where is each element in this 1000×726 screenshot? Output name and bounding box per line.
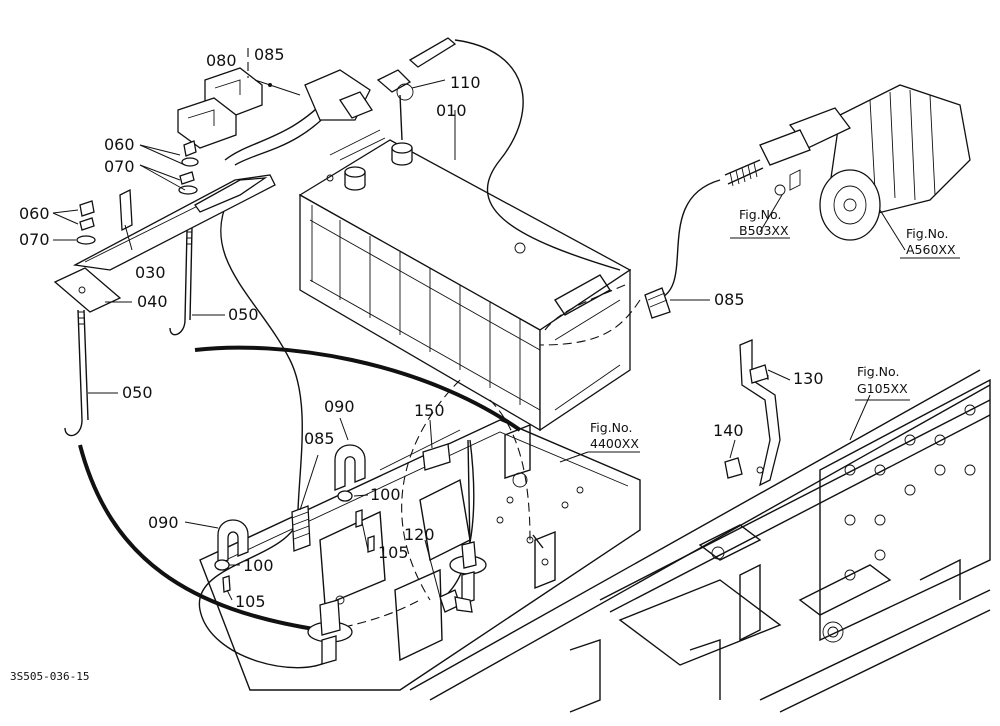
battery-cables (78, 37, 721, 669)
callout-140: 140 (713, 421, 744, 440)
callout-060-b: 060 (19, 204, 50, 223)
callout-080: 080 (206, 51, 237, 70)
callout-050-b: 050 (122, 383, 153, 402)
fig-ref-4400-label: Fig.No. (590, 420, 632, 435)
leader-lines (52, 48, 960, 601)
fig-ref-g105-number: G105XX (857, 381, 908, 396)
callout-150: 150 (414, 401, 445, 420)
callout-090-a: 090 (324, 397, 355, 416)
callout-085-right: 085 (714, 290, 745, 309)
fig-ref-b503-label: Fig.No. (739, 207, 781, 222)
callout-100-a: 100 (370, 485, 401, 504)
callout-110: 110 (450, 73, 481, 92)
callout-085-top: 085 (254, 45, 285, 64)
fig-ref-4400-number: 4400XX (590, 436, 639, 451)
callout-070-b: 070 (19, 230, 50, 249)
figure-references: Fig.No. B503XX Fig.No. A560XX Fig.No. G1… (590, 207, 956, 451)
fig-ref-a560-number: A560XX (906, 242, 956, 257)
fig-ref-a560-label: Fig.No. (906, 226, 948, 241)
callout-105-a: 105 (378, 543, 409, 562)
chassis-frame (409, 369, 991, 713)
callout-labels: 080 085 110 010 060 070 060 070 030 040 … (19, 45, 824, 611)
callout-050-a: 050 (228, 305, 259, 324)
fig-ref-g105-label: Fig.No. (857, 364, 899, 379)
callout-100-b: 100 (243, 556, 274, 575)
drawing-code: 3S505-036-15 (10, 670, 89, 683)
cable-clamps-and-studs (214, 439, 487, 665)
callout-120: 120 (404, 525, 435, 544)
callout-105-b: 105 (235, 592, 266, 611)
callout-010: 010 (436, 101, 467, 120)
terminal-bracket-130 (644, 287, 781, 487)
hold-down-bracket-assembly (53, 140, 276, 437)
callout-090-b: 090 (148, 513, 179, 532)
callout-060-a: 060 (104, 135, 135, 154)
callout-040: 040 (137, 292, 168, 311)
callout-070-a: 070 (104, 157, 135, 176)
callout-030: 030 (135, 263, 166, 282)
battery-base-plate (199, 419, 641, 691)
fig-ref-b503-number: B503XX (739, 223, 789, 238)
callout-085-mid: 085 (304, 429, 335, 448)
callout-130: 130 (793, 369, 824, 388)
starter-motor (724, 84, 971, 241)
battery-010 (298, 129, 632, 432)
